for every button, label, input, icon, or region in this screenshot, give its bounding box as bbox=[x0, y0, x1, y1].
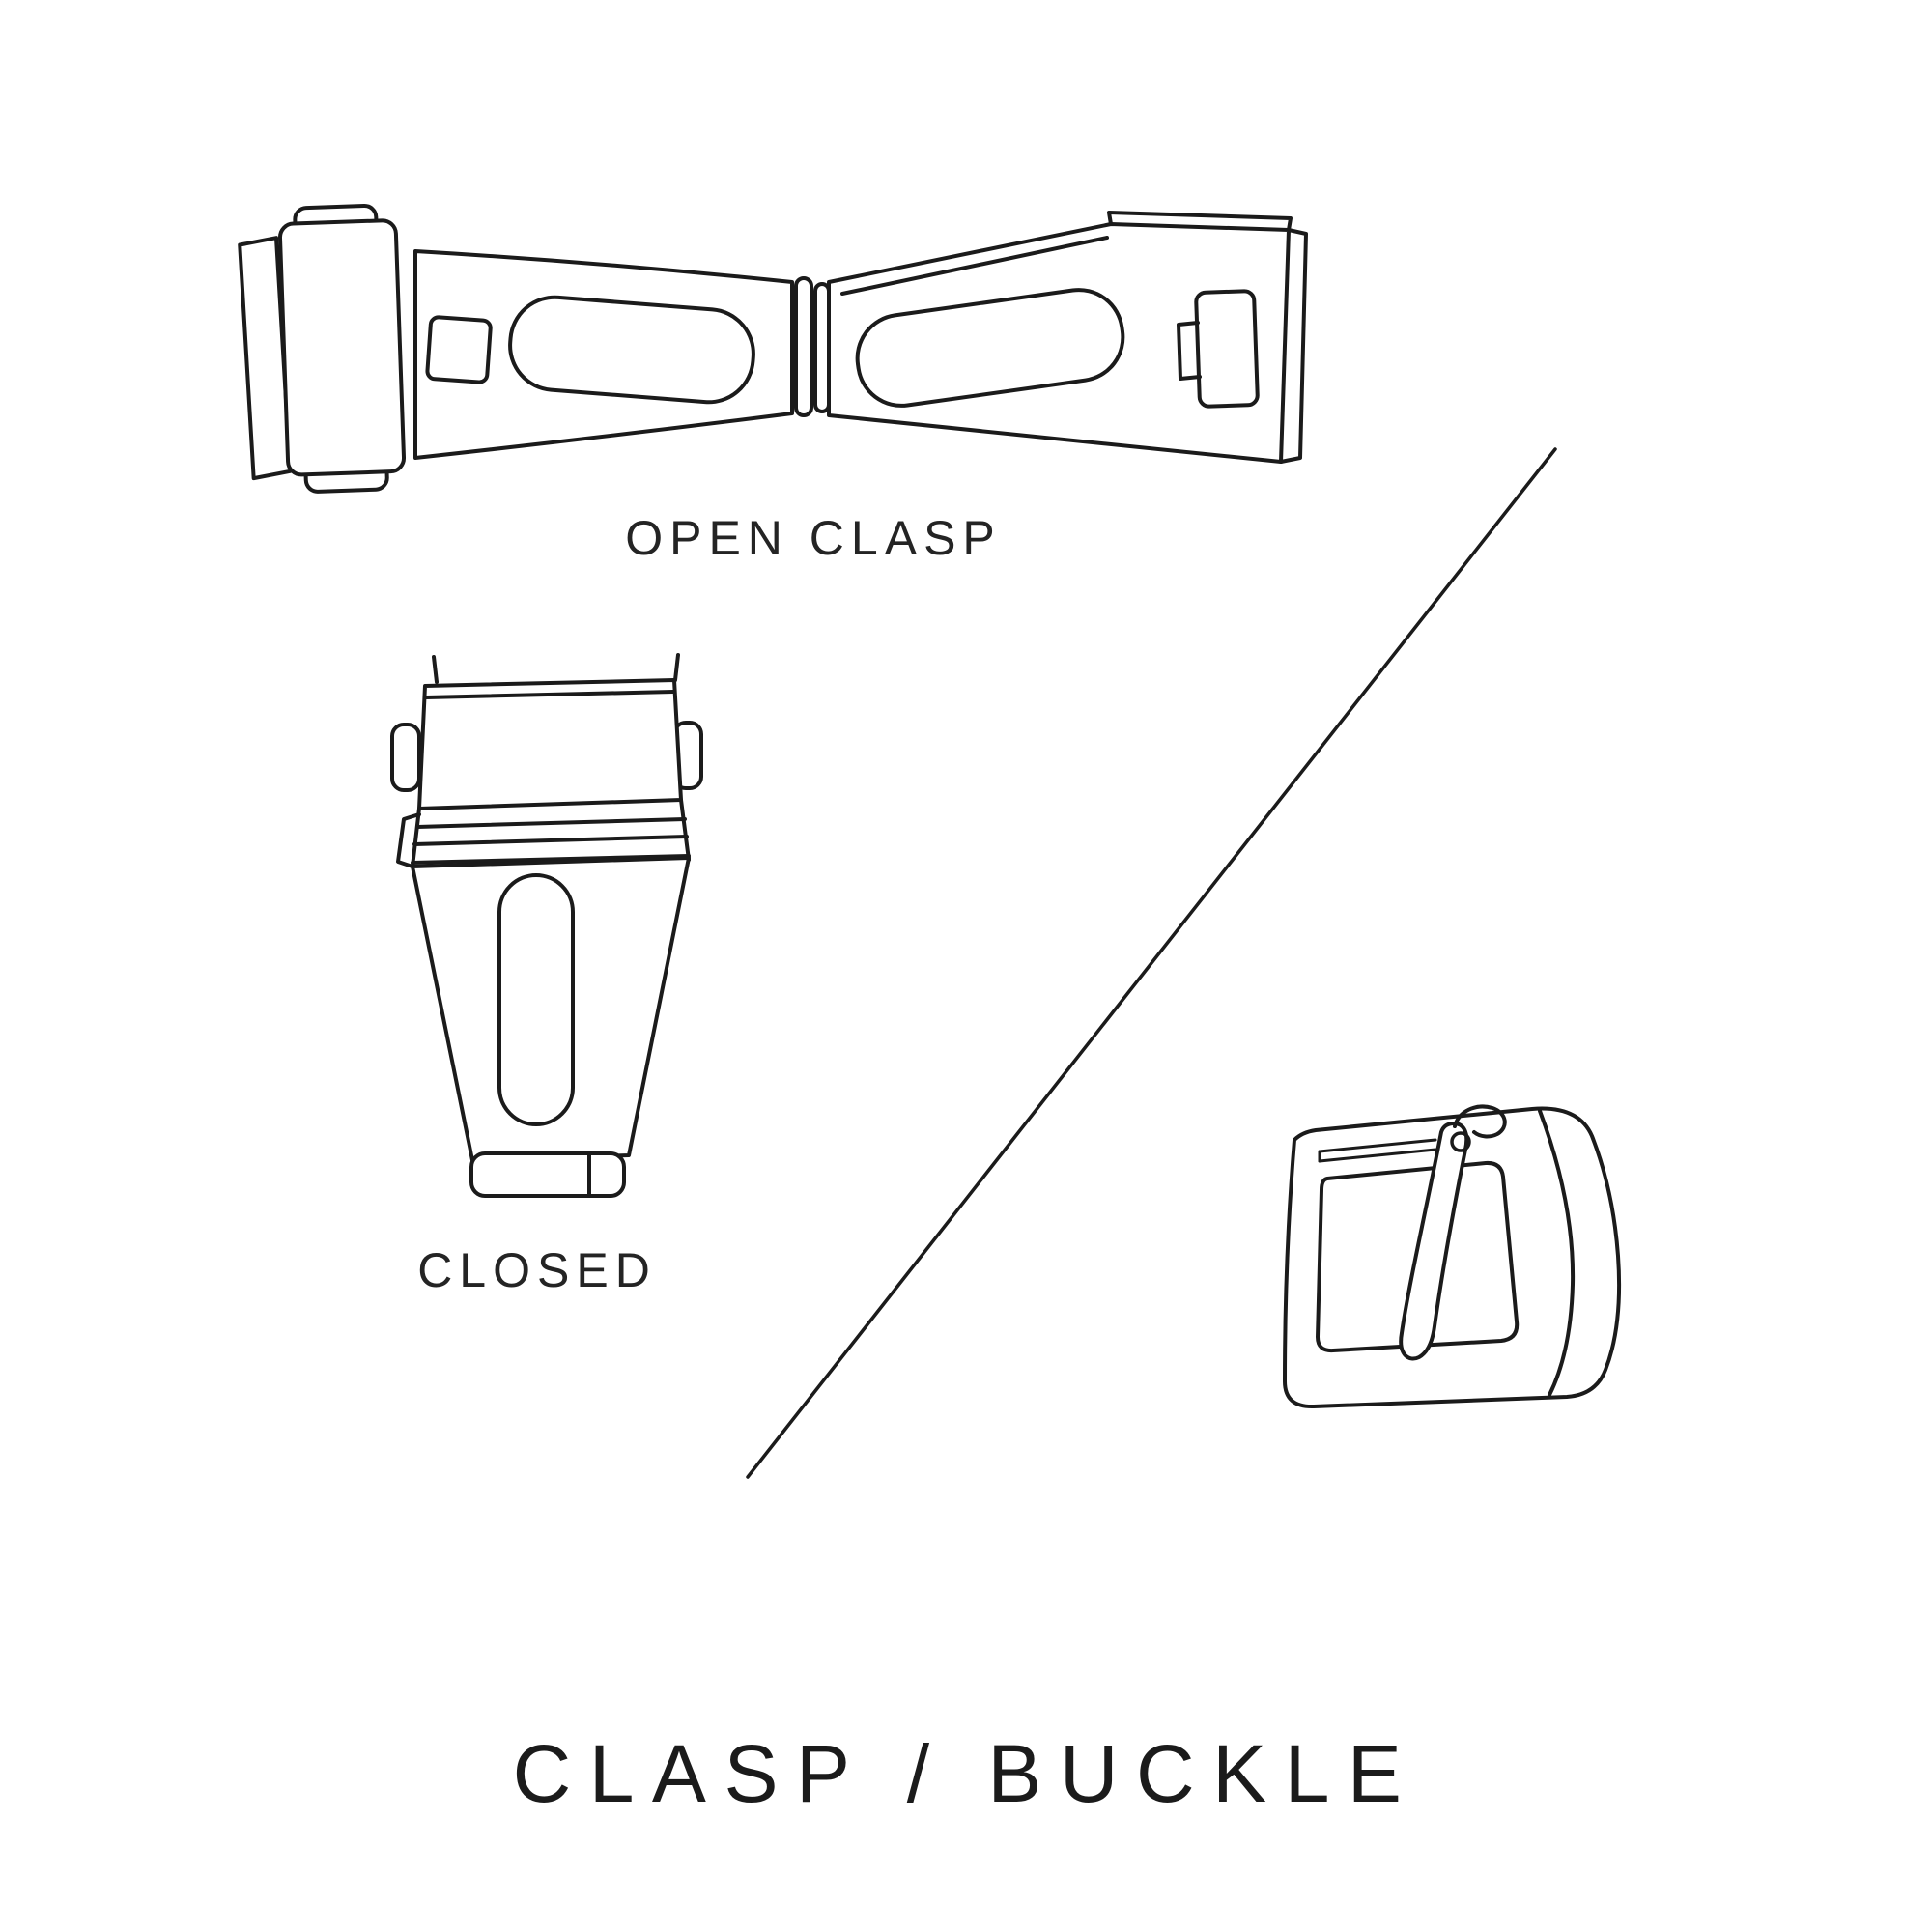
open-clasp-illustration bbox=[238, 203, 1308, 494]
buckle-prong-loop bbox=[1453, 1104, 1507, 1139]
closed-clasp-label: CLOSED bbox=[417, 1243, 657, 1297]
open-clasp-end-link bbox=[238, 203, 407, 494]
buckle-spring-bar bbox=[1318, 1138, 1437, 1163]
open-clasp-catch bbox=[1194, 289, 1260, 409]
open-clasp-label: OPEN CLASP bbox=[625, 511, 1002, 565]
open-clasp-left-window bbox=[508, 295, 755, 405]
closed-clasp-illustration bbox=[390, 653, 703, 1198]
closed-clasp-bottom-bar bbox=[469, 1151, 626, 1198]
closed-clasp-slot bbox=[497, 873, 575, 1126]
tang-buckle-illustration bbox=[1283, 1104, 1622, 1409]
buckle-frame bbox=[1283, 1106, 1622, 1409]
closed-clasp-body bbox=[411, 856, 691, 1162]
diagonal-divider-line bbox=[746, 447, 1557, 1479]
open-clasp-left-notch bbox=[425, 315, 493, 384]
buckle-prong-ring bbox=[1450, 1131, 1471, 1152]
diagram-title: CLASP / BUCKLE bbox=[512, 1728, 1420, 1819]
closed-clasp-top-block bbox=[417, 678, 683, 810]
open-clasp-hinge bbox=[794, 276, 831, 417]
open-clasp-right-window bbox=[855, 288, 1125, 408]
buckle-prong bbox=[1399, 1122, 1469, 1361]
open-clasp-right-arm bbox=[827, 222, 1291, 464]
open-clasp-left-arm bbox=[413, 249, 794, 460]
buckle-opening bbox=[1316, 1160, 1520, 1353]
